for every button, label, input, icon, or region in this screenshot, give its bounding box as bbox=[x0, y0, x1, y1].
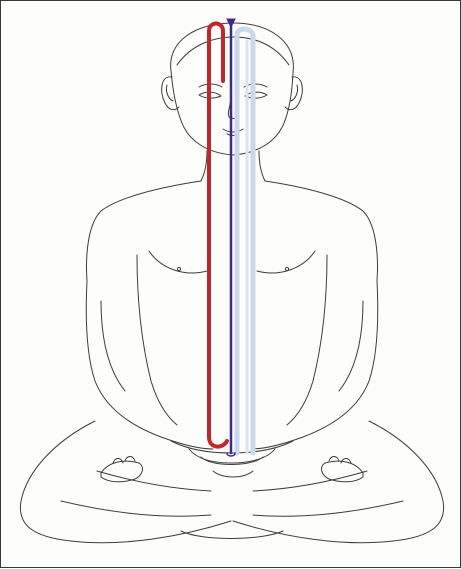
right-torso-side bbox=[287, 255, 327, 425]
right-nipple bbox=[285, 267, 288, 270]
left-torso-side bbox=[137, 255, 177, 425]
left-shoulder bbox=[87, 181, 201, 281]
neck bbox=[201, 151, 207, 181]
right-foot bbox=[322, 461, 363, 482]
mouth bbox=[223, 129, 243, 132]
right-ear bbox=[285, 77, 302, 110]
left-arm bbox=[86, 281, 213, 449]
left-nipple bbox=[177, 267, 180, 270]
right-shoulder bbox=[265, 181, 377, 281]
left-leg bbox=[20, 421, 231, 543]
right-leg bbox=[233, 421, 444, 543]
right-arm bbox=[251, 281, 378, 449]
left-channel bbox=[209, 24, 227, 447]
hairline bbox=[177, 37, 289, 65]
left-foot bbox=[101, 461, 142, 482]
right-channel bbox=[237, 29, 253, 453]
